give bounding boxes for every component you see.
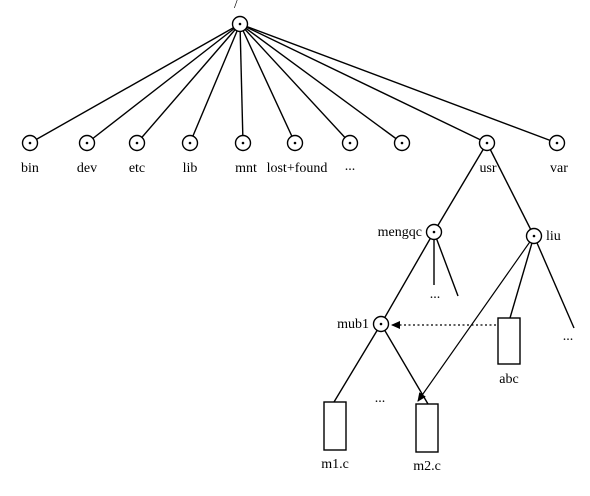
file-abc[interactable] [497, 317, 521, 365]
edge-mengqc-mub1 [380, 231, 435, 325]
label-lost-found: lost+found [267, 161, 328, 176]
edge-root-lostfound [239, 23, 296, 144]
edge-root-usr [239, 23, 488, 144]
edge-mengqc-child-b [433, 231, 459, 297]
label-abc: abc [499, 372, 518, 387]
label-dev: dev [77, 161, 97, 176]
label-m1c: m1.c [321, 457, 349, 472]
node-dev[interactable] [78, 134, 96, 152]
node-mub1[interactable] [372, 315, 390, 333]
label-lib: lib [183, 161, 198, 176]
label-var: var [550, 161, 568, 176]
node-mnt[interactable] [234, 134, 252, 152]
edge-usr-mengqc [433, 142, 488, 233]
label-ellipsis: ... [345, 159, 356, 174]
label-mub1: mub1 [337, 317, 369, 332]
label-bin: bin [21, 161, 39, 176]
root-edges [29, 23, 558, 144]
edge-root-etc [136, 23, 241, 144]
edge-root-lib [189, 23, 241, 144]
edge-root-var [239, 23, 558, 144]
edge-liu-abc [509, 235, 535, 319]
label-liu: liu [546, 229, 561, 244]
node-mengqc[interactable] [425, 223, 443, 241]
node-liu[interactable] [525, 227, 543, 245]
node-lib[interactable] [181, 134, 199, 152]
label-m2c: m2.c [413, 459, 441, 474]
edge-root-mnt [239, 23, 244, 144]
label-mnt: mnt [235, 161, 257, 176]
label-mub1-ellipsis: ... [375, 391, 386, 406]
label-liu-ellipsis: ... [563, 329, 574, 344]
node-etc[interactable] [128, 134, 146, 152]
node-usr[interactable] [478, 134, 496, 152]
root-label: / [234, 0, 238, 12]
edge-root-ellipsis [239, 23, 351, 144]
edge-root-dev [86, 23, 241, 144]
node-bin[interactable] [21, 134, 39, 152]
node-ellipsis[interactable] [341, 134, 359, 152]
label-mengqc-ellipsis: ... [430, 287, 441, 302]
node-unnamed[interactable] [393, 134, 411, 152]
edge-mub1-m2c [380, 323, 429, 405]
label-mengqc: mengqc [378, 225, 422, 240]
label-usr: usr [479, 161, 496, 176]
edge-root-unnamed [239, 23, 403, 144]
file-m1c[interactable] [323, 401, 347, 451]
edge-liu-child [533, 235, 575, 329]
edge-usr-liu [486, 142, 535, 237]
edge-mub1-m1c [333, 323, 382, 403]
node-root[interactable] [231, 15, 249, 33]
subtree-edges [333, 142, 575, 405]
node-lost-found[interactable] [286, 134, 304, 152]
file-m2c[interactable] [415, 403, 439, 453]
node-var[interactable] [548, 134, 566, 152]
edge-root-bin [29, 23, 241, 144]
label-etc: etc [129, 161, 145, 176]
link-arrow-liu-to-m2c [417, 235, 535, 402]
